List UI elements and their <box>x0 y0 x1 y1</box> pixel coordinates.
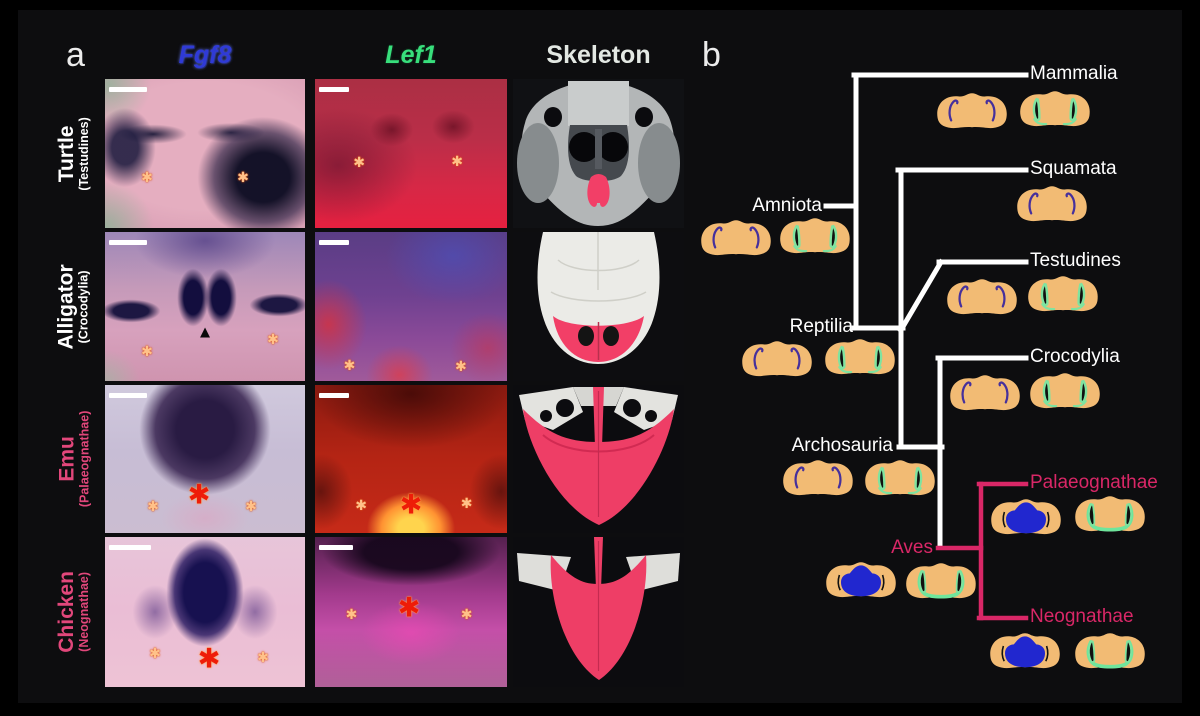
taxon-label-testudines: Testudines <box>1030 250 1121 271</box>
clade-label-archosauria: Archosauria <box>791 435 893 456</box>
expression-asterisk-large: ✱ <box>399 489 423 520</box>
expression-asterisk: ✱ <box>245 498 257 515</box>
row-label-emu: Emu (Palaeognathae) <box>40 385 108 533</box>
clade-label-reptilia: Reptilia <box>789 316 853 337</box>
expression-asterisk: ✱ <box>141 343 153 360</box>
alligator-skeleton-image <box>513 232 684 381</box>
alligator-skull-ct <box>513 232 684 381</box>
row-subtitle-turtle: (Testudines) <box>77 116 92 191</box>
expression-asterisk-large: ✱ <box>197 643 221 673</box>
expression-asterisk: ✱ <box>267 331 279 348</box>
taxon-label-crocodylia: Crocodylia <box>1030 346 1120 367</box>
taxon-label-mammalia: Mammalia <box>1030 63 1118 84</box>
turtle-skeleton-image <box>513 79 684 228</box>
row-subtitle-chicken: (Neognathae) <box>77 572 92 652</box>
chicken-lef1-image: ✱ ✱ ✱ <box>315 537 507 687</box>
expression-asterisk: ✱ <box>149 644 161 661</box>
emu-lef1-image: ✱ ✱ ✱ <box>315 385 507 533</box>
row-name-turtle: Turtle <box>55 125 79 182</box>
expression-asterisk: ✱ <box>345 605 358 622</box>
scale-bar <box>109 87 147 92</box>
scale-bar <box>319 240 349 245</box>
turtle-skull-ct <box>513 79 684 228</box>
scale-bar <box>109 393 147 398</box>
arrowhead-marker: ▲ <box>196 322 214 342</box>
chicken-skull-ct <box>513 537 684 687</box>
column-header-lef1: Lef1 <box>385 40 437 69</box>
panel-b-letter: b <box>702 36 721 74</box>
scale-bar <box>109 545 151 550</box>
expression-asterisk: ✱ <box>237 169 249 186</box>
clade-label-amniota: Amniota <box>752 195 822 216</box>
expression-asterisk: ✱ <box>353 154 366 171</box>
row-name-chicken: Chicken <box>55 571 79 653</box>
expression-asterisk-large: ✱ <box>187 479 211 510</box>
expression-asterisk: ✱ <box>141 169 153 186</box>
taxon-label-neognathae: Neognathae <box>1030 606 1134 627</box>
row-label-turtle: Turtle (Testudines) <box>40 79 108 228</box>
row-label-alligator: Alligator (Crocodylia) <box>40 232 108 381</box>
alligator-fgf8-image: ▲ ✱ ✱ <box>105 232 305 381</box>
expression-asterisk: ✱ <box>147 498 159 515</box>
row-subtitle-alligator: (Crocodylia) <box>77 270 92 343</box>
chicken-skeleton-image <box>513 537 684 687</box>
scale-bar <box>319 393 349 398</box>
row-label-chicken: Chicken (Neognathae) <box>40 537 108 687</box>
clade-label-aves: Aves <box>891 537 933 558</box>
row-subtitle-emu: (Palaeognathae) <box>77 410 92 508</box>
expression-asterisk: ✱ <box>460 495 473 512</box>
expression-asterisk: ✱ <box>355 496 367 513</box>
chicken-fgf8-image: ✱ ✱ ✱ <box>105 537 305 687</box>
emu-fgf8-image: ✱ ✱ ✱ <box>105 385 305 533</box>
expression-asterisk: ✱ <box>257 649 269 665</box>
scale-bar <box>109 240 147 245</box>
alligator-lef1-image: ✱ ✱ <box>315 232 507 381</box>
panel-a-letter: a <box>66 36 85 74</box>
expression-asterisk-large: ✱ <box>397 592 421 622</box>
taxon-label-palaeognathae: Palaeognathae <box>1030 472 1158 493</box>
expression-asterisk: ✱ <box>455 358 467 375</box>
scale-bar <box>319 545 353 550</box>
row-name-alligator: Alligator <box>55 263 79 350</box>
turtle-lef1-image: ✱ ✱ <box>315 79 507 228</box>
row-name-emu: Emu <box>55 436 79 482</box>
expression-asterisk: ✱ <box>343 356 356 373</box>
taxon-label-squamata: Squamata <box>1030 158 1117 179</box>
expression-asterisk: ✱ <box>460 605 473 622</box>
turtle-fgf8-image: ✱ ✱ <box>105 79 305 228</box>
emu-skull-ct <box>513 385 684 533</box>
expression-asterisk: ✱ <box>451 152 463 169</box>
column-header-fgf8: Fgf8 <box>178 40 232 69</box>
scale-bar <box>319 87 349 92</box>
emu-skeleton-image <box>513 385 684 533</box>
column-header-skeleton: Skeleton <box>546 40 651 69</box>
